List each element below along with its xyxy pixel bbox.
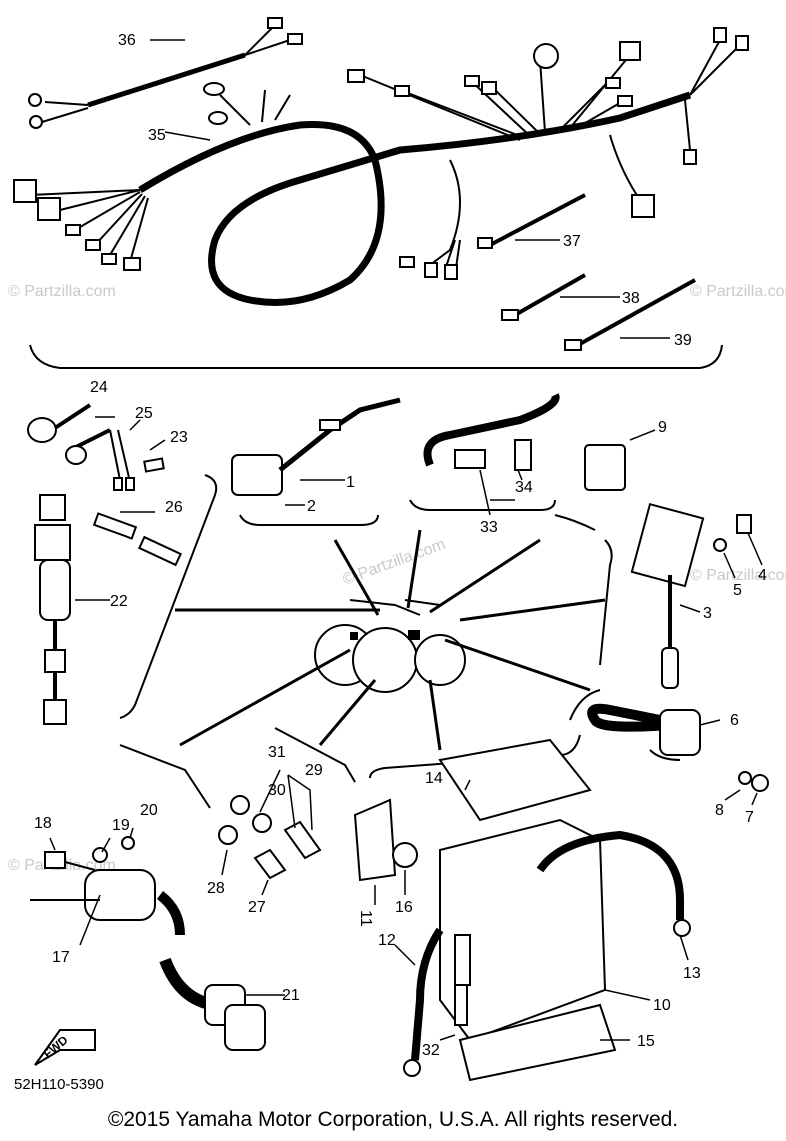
callout-20: 20 [140, 802, 158, 819]
callout-15: 15 [637, 1033, 655, 1050]
callout-9: 9 [658, 419, 667, 436]
callout-28: 28 [207, 880, 225, 897]
callout-17: 17 [52, 949, 70, 966]
callout-6: 6 [730, 712, 739, 729]
callout-18: 18 [34, 815, 52, 832]
copyright-notice: ©2015 Yamaha Motor Corporation, U.S.A. A… [107, 1108, 679, 1131]
callout-8: 8 [715, 802, 724, 819]
callout-24: 24 [90, 379, 108, 396]
callouts: 36 35 37 38 39 24 25 23 26 22 1 2 34 33 … [34, 32, 767, 1059]
callout-12: 12 [378, 932, 396, 949]
callout-22: 22 [110, 593, 128, 610]
diagram-code: 52H110-5390 [14, 1076, 104, 1093]
watermark: © Partzilla.com [8, 283, 116, 300]
left-parts [27, 403, 285, 1066]
callout-32: 32 [422, 1042, 440, 1059]
callout-29: 29 [305, 762, 323, 779]
callout-27: 27 [248, 899, 266, 916]
watermark: © Partzilla.com [341, 536, 448, 589]
callout-5: 5 [733, 582, 742, 599]
callout-23: 23 [170, 429, 188, 446]
callout-31: 31 [268, 744, 286, 761]
callout-3: 3 [703, 605, 712, 622]
callout-7: 7 [745, 809, 754, 826]
right-parts [394, 502, 769, 1082]
callout-30: 30 [268, 782, 286, 799]
callout-34: 34 [515, 479, 533, 496]
callout-11: 11 [357, 910, 374, 927]
callout-19: 19 [112, 817, 130, 834]
callout-36: 36 [118, 32, 136, 49]
callout-13: 13 [683, 965, 701, 982]
brackets [119, 474, 613, 809]
callout-16: 16 [395, 899, 413, 916]
watermark: © Partzilla.com [690, 567, 786, 584]
callout-37: 37 [563, 233, 581, 250]
callout-26: 26 [165, 499, 183, 516]
callout-1: 1 [346, 474, 355, 491]
callout-4: 4 [758, 567, 767, 584]
watermark: © Partzilla.com [690, 283, 786, 300]
callout-10: 10 [653, 997, 671, 1014]
callout-35: 35 [148, 127, 166, 144]
callout-39: 39 [674, 332, 692, 349]
callout-14: 14 [425, 770, 443, 787]
callout-2: 2 [307, 498, 316, 515]
callout-25: 25 [135, 405, 153, 422]
center-connections [175, 529, 606, 751]
callout-21: 21 [282, 987, 300, 1004]
callout-38: 38 [622, 290, 640, 307]
middle-parts [218, 393, 656, 905]
wire-harness-group [13, 17, 749, 369]
callout-33: 33 [480, 519, 498, 536]
